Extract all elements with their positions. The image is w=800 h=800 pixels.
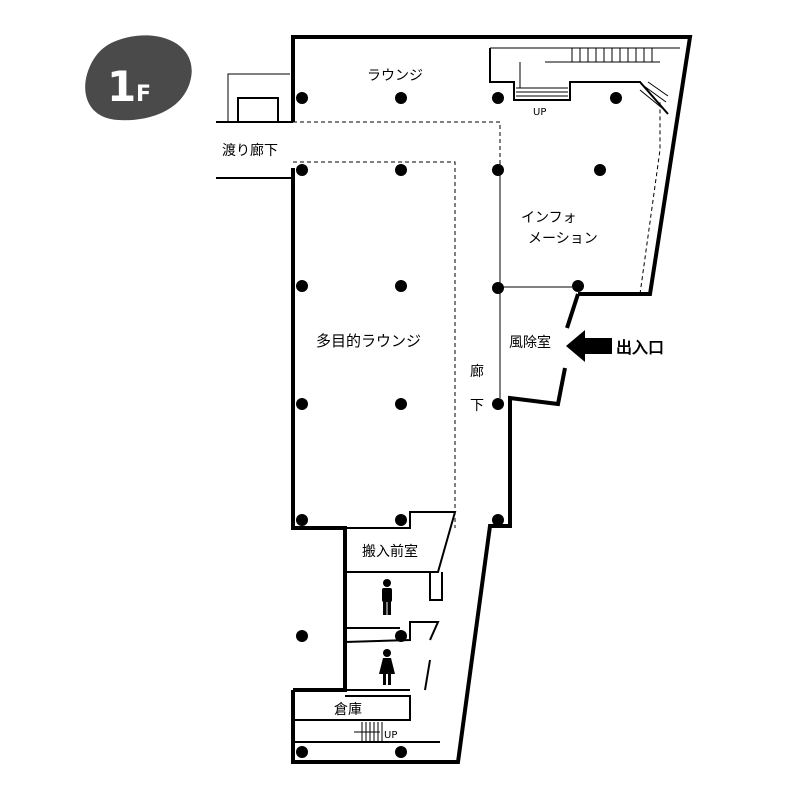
room-label-corridor-char2: 下 xyxy=(470,398,484,414)
bridge-stair-notch xyxy=(237,97,279,122)
outer-wall-entrance-upper xyxy=(565,293,580,329)
bottom-stair-treads xyxy=(354,722,383,742)
column xyxy=(296,92,308,104)
stair-inner-outline xyxy=(490,47,680,88)
floor-badge: 1 F xyxy=(85,35,192,121)
room-label-windbreak: 風除室 xyxy=(509,334,551,351)
storage-walls xyxy=(293,695,411,721)
column xyxy=(296,398,308,410)
room-label-multipurpose-lounge: 多目的ラウンジ xyxy=(316,332,421,350)
column xyxy=(395,398,407,410)
outer-wall xyxy=(291,35,693,296)
column xyxy=(395,280,407,292)
outer-walls xyxy=(291,35,693,764)
column xyxy=(610,92,622,104)
column xyxy=(492,92,504,104)
room-label-corridor-char1: 廊 xyxy=(470,363,484,380)
column xyxy=(296,746,308,758)
column xyxy=(296,630,308,642)
entrance-label: 出入口 xyxy=(616,338,664,357)
service-block: UP xyxy=(293,511,457,743)
outer-wall-west xyxy=(291,168,347,692)
floor-badge-shape xyxy=(85,35,192,121)
mens-restroom-icon xyxy=(382,579,392,615)
top-stairs-up-label: UP xyxy=(533,107,546,118)
column xyxy=(395,630,407,642)
floor-suffix: F xyxy=(136,82,151,107)
room-label-connecting-corridor: 渡り廊下 xyxy=(222,142,278,159)
bottom-stairs-up-label: UP xyxy=(384,730,397,741)
room-label-lounge: ラウンジ xyxy=(367,68,423,84)
column xyxy=(296,280,308,292)
floor-number: 1 xyxy=(107,62,136,111)
entrance-arrow-icon xyxy=(566,330,612,362)
column xyxy=(572,280,584,292)
womens-restroom-walls xyxy=(344,621,440,691)
internal-lines xyxy=(499,162,572,398)
column xyxy=(492,282,504,294)
womens-restroom-icon xyxy=(379,649,395,685)
column xyxy=(492,514,504,526)
stair-enclosure xyxy=(489,48,669,115)
top-stairs: UP xyxy=(489,47,680,118)
dashed-boundaries xyxy=(293,100,661,528)
column xyxy=(395,746,407,758)
room-label-storage: 倉庫 xyxy=(334,701,362,718)
structural-columns xyxy=(296,92,622,758)
mens-restroom-walls xyxy=(345,572,443,629)
column xyxy=(492,164,504,176)
column xyxy=(296,164,308,176)
column xyxy=(395,164,407,176)
information-boundary xyxy=(639,100,661,295)
multipurpose-lounge-boundary xyxy=(293,161,456,528)
room-label-loading-anteroom: 搬入前室 xyxy=(362,543,418,560)
room-label-information-line1: インフォ xyxy=(521,210,577,226)
information-windbreak-divider xyxy=(499,162,572,398)
lounge-boundary xyxy=(293,121,501,162)
column xyxy=(296,514,308,526)
column xyxy=(395,92,407,104)
room-label-information-line2: メーション xyxy=(528,231,598,247)
bridge-roof-outline xyxy=(227,73,290,122)
stair-treads xyxy=(516,48,669,109)
loading-anteroom-walls xyxy=(345,511,457,573)
outer-wall-entrance-lower xyxy=(291,367,567,764)
connecting-corridor-walls xyxy=(216,73,293,179)
column xyxy=(395,514,407,526)
column xyxy=(492,398,504,410)
column xyxy=(594,164,606,176)
